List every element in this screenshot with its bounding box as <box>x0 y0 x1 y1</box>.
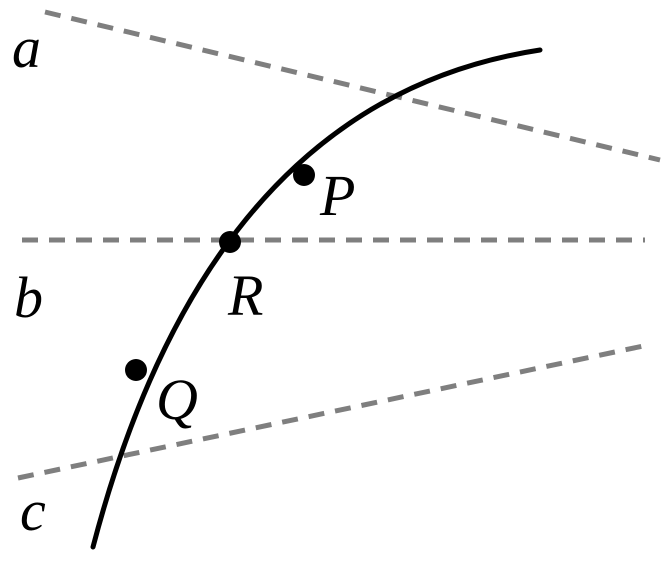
point-r-dot <box>219 231 241 253</box>
curve <box>90 47 543 550</box>
point-q-label: Q <box>156 367 198 432</box>
point-r-label: R <box>227 263 263 328</box>
line-c-label: c <box>20 478 46 543</box>
point-p-dot <box>293 164 315 186</box>
line-a-label: a <box>12 15 41 80</box>
line-b-label: b <box>14 265 43 330</box>
point-p-label: P <box>319 163 355 228</box>
point-q-dot <box>125 359 147 381</box>
line-a <box>44 9 661 163</box>
line-c <box>17 342 649 481</box>
